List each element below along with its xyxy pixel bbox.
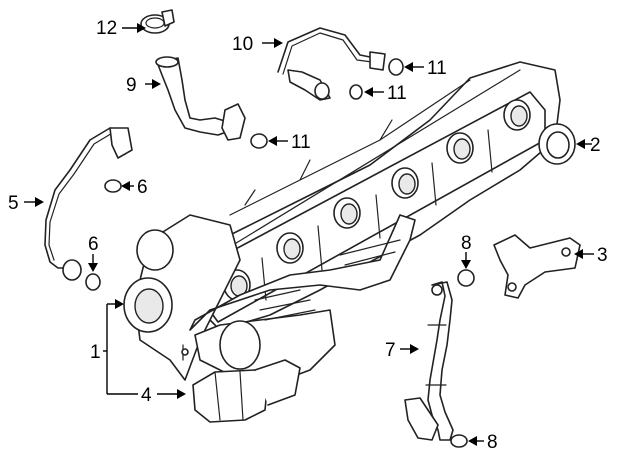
callout-8-lower: 8 [487, 432, 498, 453]
oil-feed-line [277, 27, 386, 101]
o-ring-6-upper [104, 179, 122, 193]
callout-2: 2 [590, 135, 601, 156]
callout-6-upper: 6 [137, 177, 148, 198]
callout-9: 9 [126, 75, 137, 96]
o-ring-8-upper [457, 269, 475, 287]
callout-11-a: 11 [427, 58, 447, 79]
exhaust-manifold [199, 61, 561, 331]
support-bracket [493, 234, 581, 299]
gasket-ring [538, 123, 576, 165]
leader-lines [24, 23, 594, 446]
callout-11-c: 11 [291, 132, 311, 153]
callout-8-upper: 8 [461, 233, 472, 254]
coolant-line [44, 127, 133, 281]
callout-4: 4 [141, 385, 152, 406]
callout-7: 7 [385, 340, 396, 361]
callout-10: 10 [232, 34, 253, 55]
callout-5: 5 [8, 193, 19, 214]
hose-clamp [140, 9, 175, 34]
callout-1: 1 [90, 342, 101, 363]
turbocharger [123, 214, 416, 386]
o-ring-11-b [349, 84, 363, 100]
callout-numbers: 12 10 9 11 11 11 2 6 6 5 3 8 8 7 1 4 [8, 18, 608, 453]
o-ring-8-lower [450, 434, 468, 448]
o-ring-11-c [250, 133, 268, 149]
o-rings [85, 58, 475, 448]
wastegate-actuator [192, 359, 301, 423]
callout-11-b: 11 [387, 83, 407, 104]
coolant-pipe [155, 56, 246, 141]
callout-12: 12 [96, 18, 117, 39]
callout-3: 3 [597, 245, 608, 266]
oil-return-hose [404, 281, 454, 441]
callout-6-lower: 6 [88, 234, 99, 255]
o-ring-6-lower [85, 273, 101, 291]
o-ring-11-a [388, 58, 404, 76]
